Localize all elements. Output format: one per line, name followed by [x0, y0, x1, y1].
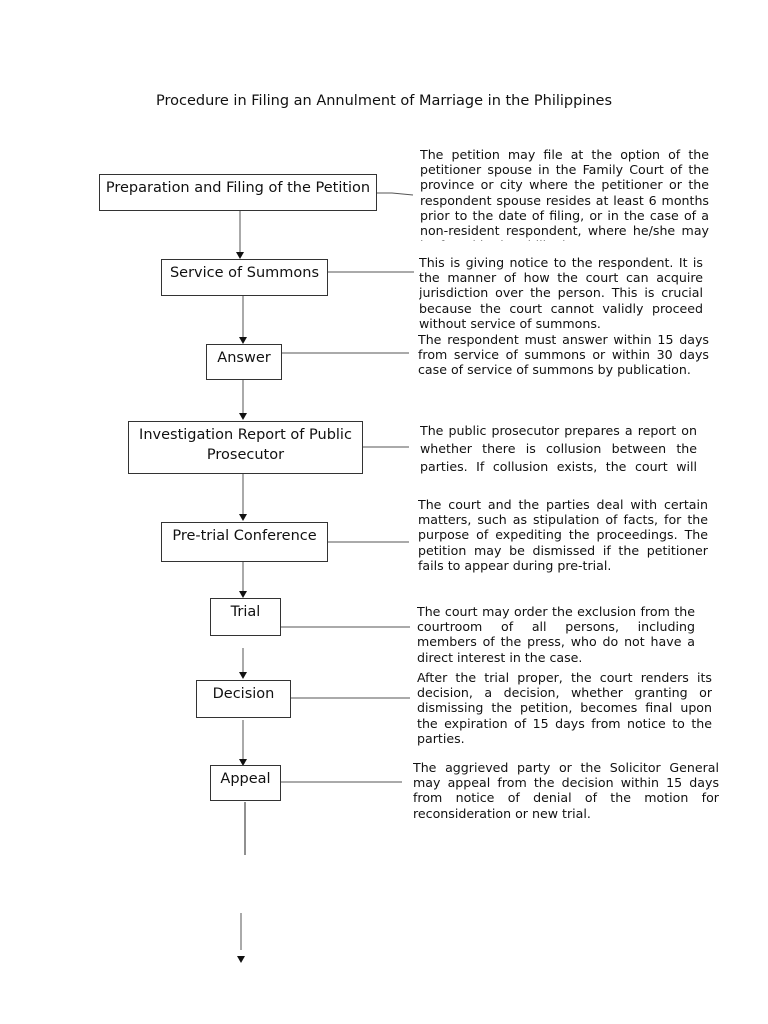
- arrowhead-4: [239, 514, 247, 521]
- step-description-answer: The respondent must answer within 15 day…: [418, 332, 709, 378]
- step-description-preparation-filing: The petition may file at the option of t…: [420, 147, 709, 241]
- step-description-decision: After the trial proper, the court render…: [417, 670, 712, 746]
- arrowhead-5: [239, 591, 247, 598]
- arrowhead-6: [239, 672, 247, 679]
- step-label: Service of Summons: [169, 265, 320, 281]
- arrowhead-7: [239, 759, 247, 766]
- step-box-preparation-filing: Preparation and Filing of the Petition: [99, 174, 377, 211]
- step-label: Investigation Report of Public Prosecuto…: [139, 427, 352, 463]
- step-description-investigation-report: The public prosecutor prepares a report …: [420, 423, 697, 479]
- step-box-trial: Trial: [210, 598, 281, 636]
- step-label: Preparation and Filing of the Petition: [105, 180, 371, 196]
- arrowhead-1: [236, 252, 244, 259]
- step-description-pre-trial-conference: The court and the parties deal with cert…: [418, 497, 708, 573]
- arrowhead-2: [239, 337, 247, 344]
- arrowhead-8: [237, 956, 245, 963]
- step-description-appeal: The aggrieved party or the Solicitor Gen…: [413, 760, 719, 821]
- step-box-answer: Answer: [206, 344, 282, 380]
- desc-connector-1: [377, 192, 414, 196]
- step-description-trial: The court may order the exclusion from t…: [417, 604, 695, 665]
- step-description-service-of-summons: This is giving notice to the respondent.…: [419, 255, 703, 331]
- step-box-appeal: Appeal: [210, 765, 281, 801]
- step-label: Decision: [212, 686, 275, 702]
- step-label: Appeal: [220, 771, 271, 787]
- step-box-service-of-summons: Service of Summons: [161, 259, 328, 296]
- step-label: Trial: [230, 604, 261, 620]
- step-label: Answer: [217, 350, 271, 366]
- arrowhead-3: [239, 413, 247, 420]
- step-label: Pre-trial Conference: [172, 528, 317, 544]
- page-title: Procedure in Filing an Annulment of Marr…: [155, 93, 613, 109]
- step-box-decision: Decision: [196, 680, 291, 718]
- step-box-investigation-report: Investigation Report of Public Prosecuto…: [128, 421, 363, 474]
- step-box-pre-trial-conference: Pre-trial Conference: [161, 522, 328, 562]
